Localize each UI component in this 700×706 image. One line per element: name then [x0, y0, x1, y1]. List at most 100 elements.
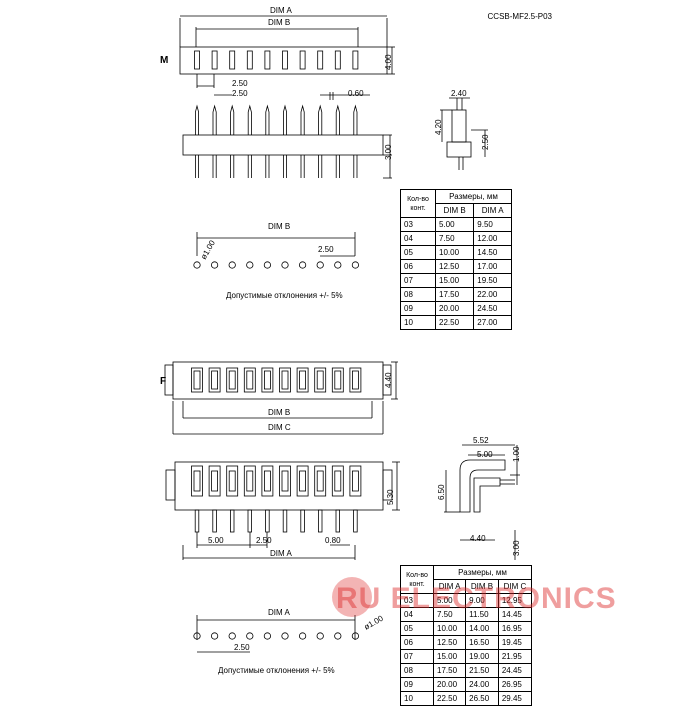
contact-cavity	[191, 367, 203, 393]
pin-slot	[211, 50, 218, 70]
table-cell: 22.50	[432, 691, 467, 706]
table-cell: 05	[400, 245, 436, 260]
contact-window	[351, 370, 359, 390]
table-cell: 26.50	[465, 691, 499, 706]
table-cell: 11.50	[465, 607, 499, 622]
pin-width-label-top: 0.60	[348, 89, 364, 98]
table-cell: 7.50	[432, 607, 467, 622]
contact-window	[193, 370, 201, 390]
side-650-label: 6.50	[437, 484, 446, 500]
contact-cavity	[243, 367, 256, 393]
pitch2-label-top: 2.50	[232, 89, 248, 98]
pin	[229, 509, 235, 533]
table-cell: 14.45	[497, 607, 533, 622]
footprint-hole-label-top: ø1.00	[199, 238, 217, 261]
footprint-hole	[193, 261, 201, 269]
contact-window	[211, 470, 219, 492]
pin	[282, 509, 288, 533]
housing-top-view	[179, 46, 388, 75]
contact-window	[281, 470, 289, 492]
footprint-hole	[246, 261, 254, 269]
pin	[300, 509, 305, 533]
table-cell: 14.50	[473, 245, 512, 260]
pitch-label-bottom: 2.50	[256, 536, 272, 545]
table-cell: 17.50	[434, 287, 475, 302]
table-cell: 27.00	[473, 315, 512, 330]
pin	[265, 509, 270, 533]
dim-b-label-top: DIM B	[268, 18, 290, 27]
table-cell: 20.00	[432, 677, 467, 692]
contact-window	[281, 370, 289, 390]
footprint-hole	[334, 261, 342, 269]
table-cell: 05	[400, 621, 434, 636]
pitch-label-top: 2.50	[232, 79, 248, 88]
table-cell: 06	[400, 259, 436, 274]
contact-window	[228, 370, 236, 390]
footprint-pitch-label-bottom: 2.50	[234, 643, 250, 652]
footprint-hole	[351, 261, 359, 269]
table-cell: 22.50	[434, 315, 475, 330]
table-cell: 5.00	[432, 593, 467, 608]
footprint-hole	[316, 632, 324, 640]
table-cell: 04	[400, 607, 434, 622]
footprint-hole	[281, 632, 289, 640]
table-header-dimb: DIM B	[434, 203, 475, 218]
contact-window	[334, 370, 342, 390]
contact-cavity	[279, 465, 291, 497]
table-cell: 17.00	[473, 259, 512, 274]
table-cell: 24.45	[497, 663, 533, 678]
pin	[353, 104, 358, 135]
side-552-label: 5.52	[473, 436, 489, 445]
table-cell: 09	[400, 677, 434, 692]
footprint-dimb-label: DIM B	[268, 222, 290, 231]
contact-window	[228, 470, 236, 492]
height-440-label: 4.40	[384, 372, 393, 388]
footprint-hole	[351, 632, 359, 640]
table-header-dima: DIM A	[432, 579, 467, 594]
table-cell: 17.50	[432, 663, 467, 678]
contact-cavity	[296, 465, 309, 497]
footprint-hole	[298, 261, 307, 269]
table-header-sizes: Размеры, мм	[433, 565, 532, 580]
table-cell: 10	[400, 315, 436, 330]
housing-bottom-view	[174, 461, 384, 511]
dim-b-label-bottom: DIM B	[268, 408, 290, 417]
height-530-label: 5.30	[386, 489, 395, 505]
table-cell: 19.45	[497, 635, 533, 650]
part-code: CCSB-MF2.5-P03	[487, 12, 552, 21]
table-header-dimb: DIM B	[465, 579, 499, 594]
footprint-hole	[263, 632, 271, 640]
pin	[335, 104, 340, 135]
contact-window	[351, 470, 359, 492]
footprint-hole	[281, 261, 289, 269]
side-300-label: 3.00	[512, 540, 521, 556]
table-cell: 24.50	[473, 301, 512, 316]
pin	[194, 509, 200, 533]
pin	[247, 104, 252, 135]
view-label-m: M	[160, 55, 169, 66]
contact-window	[299, 370, 307, 390]
table-cell: 10	[400, 691, 434, 706]
side-250-label: 2.50	[481, 134, 490, 150]
table-header-count: Кол-во конт.	[400, 189, 436, 218]
contact-cavity	[243, 465, 256, 497]
contact-cavity	[296, 367, 309, 393]
table-cell: 03	[400, 217, 436, 232]
contact-window	[246, 370, 254, 390]
view-label-f: F	[160, 376, 167, 387]
pin-width-label-bottom: 0.80	[325, 536, 341, 545]
footprint-hole	[263, 261, 271, 269]
pin	[300, 104, 305, 135]
table-cell: 20.00	[434, 301, 475, 316]
table-cell: 08	[400, 663, 434, 678]
contact-window	[211, 370, 219, 390]
side-housing	[459, 459, 506, 513]
